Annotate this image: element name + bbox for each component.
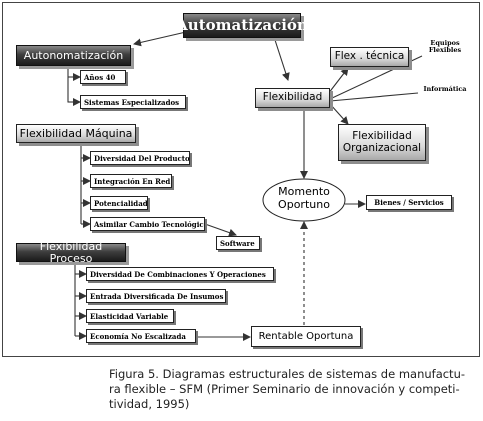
leaf-diversidad-combinaciones: Diversidad De Combinaciones Y Operacione… [86,267,274,281]
edge-flex-informatica [329,92,419,102]
leaf-bienes-servicios: Bienes / Servicios [366,195,452,210]
flexibilidad-proceso-node: Flexibilidad Proceso [16,241,126,264]
flexibilidad-maquina-node: Flexibilidad Máquina [16,124,136,143]
edge-root-autonomatizacion [133,31,187,47]
edge-asimilar-software [204,223,237,237]
flexibilidad-organizacional-node: Flexibilidad Organizacional [338,124,426,161]
caption-line-3: tividad, 1995) [109,397,190,411]
leaf-diversidad-producto: Diversidad Del Producto [90,151,190,165]
edge-root-flexibilidad [274,39,290,81]
flex-tecnica-node: Flex . técnica [330,47,409,67]
caption-line-2: ra flexible – SFM (Primer Seminario de i… [109,382,460,396]
informatica-label: Informática [423,85,467,93]
flexibilidad-node: Flexibilidad [255,88,330,108]
edge-flex-flextecnica [327,67,349,95]
autonomatizacion-node: Autonomatización [16,45,131,66]
root-automatizacion: Automatización [176,13,308,38]
momento-oportuno-ellipse [262,178,346,222]
edge-flex-organizacional [329,103,349,125]
leaf-integracion-red: Integración En Red [90,174,172,188]
leaf-asimilar-cambio: Asimilar Cambio Tecnológico [90,217,205,231]
momento-oportuno-label: Momento Oportuno [278,185,330,211]
leaf-entrada-diversificada: Entrada Diversificada De Insumos [86,289,226,303]
leaf-elasticidad-variable: Elasticidad Variable [86,309,174,323]
leaf-rentable-oportuna: Rentable Oportuna [251,326,361,347]
equipos-flexibles-label: Equipos Flexibles [428,39,462,55]
leaf-anos-40: Años 40 [80,70,126,84]
leaf-economia-no-escalizada: Economía No Escalizada [86,329,196,343]
caption-line-1: Figura 5. Diagramas estructurales de sis… [109,367,466,381]
leaf-potencialidad: Potencialidad [90,196,148,210]
leaf-software: Software [216,236,260,250]
leaf-sistemas-especializados: Sistemas Especializados [80,95,186,109]
